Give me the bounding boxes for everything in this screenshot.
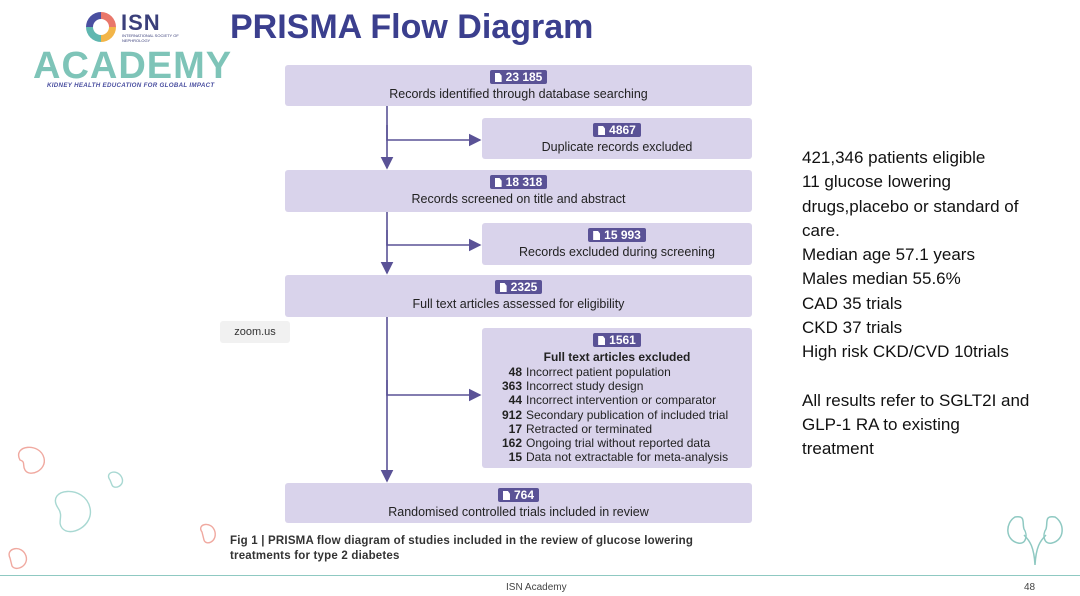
box-label: Duplicate records excluded <box>541 140 693 154</box>
count-badge: 23 185 <box>489 70 548 84</box>
document-icon <box>494 178 502 187</box>
note-line: GLP-1 RA to existing <box>802 414 960 434</box>
box-screening-excluded: 15 993 Records excluded during screening <box>482 223 752 265</box>
box-label: Randomised controlled trials included in… <box>388 505 649 519</box>
note-line: 421,346 patients eligible <box>802 148 986 167</box>
count-badge: 1561 <box>593 333 641 347</box>
logo-academy-text: ACADEMY <box>33 45 233 87</box>
note-line: drugs,placebo or standard of <box>802 196 1019 216</box>
box-trials-included: 764 Randomised controlled trials include… <box>285 483 752 523</box>
figure-caption: Fig 1 | PRISMA flow diagram of studies i… <box>230 535 694 562</box>
note-line: Males median 55.6% <box>802 269 961 289</box>
footer-label: ISN Academy <box>506 582 567 593</box>
kidney-outline-icon <box>1007 515 1063 566</box>
decorative-kidney-icons <box>8 446 124 570</box>
count-badge: 2325 <box>494 280 543 294</box>
zoom-label: zoom.us <box>220 321 290 343</box>
box-duplicates-excluded: 4867 Duplicate records excluded <box>482 118 752 159</box>
note-line: CAD 35 trials <box>802 293 903 313</box>
page-number: 48 <box>1024 582 1036 593</box>
box-records-identified: 23 185 Records identified through databa… <box>285 65 752 106</box>
arrow-to-screening-excluded <box>386 230 482 252</box>
box-label: Records screened on title and abstract <box>411 192 626 206</box>
logo-isn-subtext: INTERNATIONAL SOCIETY OF NEPHROLOGY <box>122 33 179 43</box>
logo-isn-text: ISN <box>121 10 161 35</box>
count-badge: 4867 <box>593 123 641 137</box>
logo-tagline: KIDNEY HEALTH EDUCATION FOR GLOBAL IMPAC… <box>47 82 215 89</box>
box-fulltext-assessed: 2325 Full text articles assessed for eli… <box>285 275 752 317</box>
box-label: Records identified through database sear… <box>389 87 648 101</box>
document-icon <box>598 336 606 345</box>
document-icon <box>593 231 601 240</box>
footer-divider <box>0 575 1080 576</box>
note-line: All results refer to SGLT2I and <box>802 390 1030 410</box>
note-line: CKD 37 trials <box>802 318 903 338</box>
note-line: 11 glucose lowering <box>802 172 951 192</box>
decorative-kidney-icon <box>200 523 216 544</box>
note-line: High risk CKD/CVD 10trials <box>802 342 1009 362</box>
note-line: treatment <box>802 439 874 459</box>
document-icon <box>502 491 510 500</box>
document-icon <box>598 126 606 135</box>
box-label: Full text articles assessed for eligibil… <box>412 297 625 311</box>
document-icon <box>499 283 507 292</box>
count-badge: 18 318 <box>489 175 548 189</box>
exclusion-title: Full text articles excluded <box>543 350 691 364</box>
slide-notes: 421,346 patients eligible 11 glucose low… <box>802 146 1057 462</box>
box-label: Records excluded during screening <box>519 245 715 259</box>
arrow-to-duplicates <box>386 125 482 147</box>
note-line: care. <box>802 220 840 240</box>
isn-logo-icon <box>86 12 116 42</box>
box-records-screened: 18 318 Records screened on title and abs… <box>285 170 752 212</box>
note-line: Median age 57.1 years <box>802 245 975 265</box>
document-icon <box>494 73 502 82</box>
count-badge: 15 993 <box>588 228 646 242</box>
count-badge: 764 <box>497 488 540 502</box>
arrow-to-fulltext-excluded <box>386 380 482 402</box>
page-title: PRISMA Flow Diagram <box>230 8 594 46</box>
